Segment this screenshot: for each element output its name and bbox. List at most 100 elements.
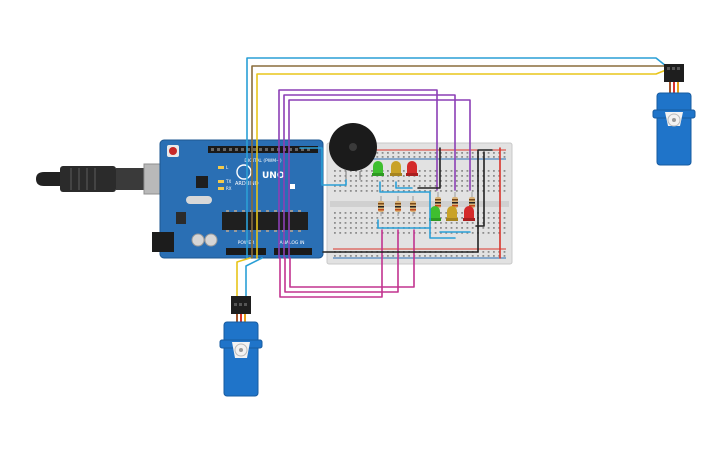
breadboard-hole [450,170,453,172]
power-label: POWER [238,240,255,246]
breadboard-hole [498,180,501,182]
breadboard-hole [408,185,410,187]
usb-chip [196,176,208,188]
breadboard-hole [498,217,501,219]
wire-magenta-3 [289,229,415,288]
breadboard-hole [381,180,384,182]
crystal [186,196,212,204]
breadboard-hole [376,217,379,219]
breadboard-hole [387,170,389,172]
breadboard-hole [461,255,463,257]
breadboard-hole [408,217,410,219]
piezo-buzzer [329,123,377,180]
breadboard-hole [493,227,495,229]
breadboard-hole [349,185,352,187]
breadboard-hole [402,217,405,219]
wire-yellow-right-servo [256,69,667,259]
breadboard-hole [466,170,469,172]
breadboard-hole [471,156,474,158]
breadboard-hole [440,190,442,192]
breadboard-hole [381,152,384,154]
breadboard-hole [413,185,416,187]
breadboard-hole [498,170,501,172]
breadboard-hole [344,232,347,234]
breadboard-hole [471,190,474,192]
breadboard-hole [334,212,336,214]
wire-purple-2 [283,94,456,259]
breadboard-hole [365,175,368,177]
breadboard-hole [461,212,463,214]
breadboard-hole [376,180,379,182]
breadboard-hole [371,232,373,234]
breadboard-hole [466,152,469,154]
breadboard-hole [392,185,395,187]
breadboard-hole [424,152,426,154]
breadboard-hole [413,222,416,224]
breadboard-hole [424,212,426,214]
led-yellow-2 [446,206,458,221]
breadboard-hole [498,255,501,257]
breadboard-hole [434,180,437,182]
breadboard-hole [339,222,342,224]
breadboard-hole [371,190,373,192]
breadboard-hole [503,175,506,177]
breadboard-hole [355,217,357,219]
breadboard-hole [334,190,336,192]
arduino-logo-icon [236,164,252,180]
breadboard-hole [440,156,442,158]
breadboard-hole [487,227,490,229]
breadboard-hole [360,175,363,177]
breadboard-hole [344,190,347,192]
breadboard-hole [503,222,506,224]
breadboard-hole [487,222,490,224]
breadboard-hole [445,227,448,229]
capacitor-1 [191,233,205,247]
breadboard-hole [455,190,458,192]
breadboard-hole [413,152,416,154]
breadboard-hole [424,255,426,257]
breadboard-hole [392,232,395,234]
breadboard-hole [387,156,389,158]
breadboard-hole [493,251,495,253]
breadboard-hole [471,227,474,229]
breadboard-hole [487,251,490,253]
breadboard-hole [418,232,421,234]
breadboard-hole [392,212,395,214]
breadboard-hole [503,185,506,187]
breadboard-hole [493,175,495,177]
breadboard-hole [365,180,368,182]
breadboard-hole [493,170,495,172]
breadboard-hole [408,255,410,257]
breadboard-hole [402,232,405,234]
breadboard-hole [503,232,506,234]
analog-label: ANALOG IN [279,240,304,246]
breadboard-hole [387,175,389,177]
breadboard-hole [355,255,357,257]
breadboard-hole [487,185,490,187]
breadboard-hole [371,212,373,214]
breadboard-hole [402,190,405,192]
breadboard-hole [339,227,342,229]
breadboard-hole [471,185,474,187]
breadboard-hole [371,222,373,224]
breadboard-hole [477,255,479,257]
breadboard-hole [392,156,395,158]
resistor-2 [395,196,401,216]
breadboard-hole [360,190,363,192]
rx-label: RX [226,186,232,191]
breadboard-hole [344,227,347,229]
led-red-2 [463,206,475,221]
breadboard-hole [392,255,395,257]
breadboard-hole [503,152,506,154]
breadboard-hole [466,255,469,257]
servo-bottom [219,296,263,397]
breadboard-hole [461,190,463,192]
breadboard-hole [376,255,379,257]
breadboard-hole [344,222,347,224]
breadboard-hole [503,156,506,158]
tx-label: TX [225,179,231,184]
breadboard-hole [455,232,458,234]
breadboard-hole [466,190,469,192]
breadboard-hole [487,255,490,257]
